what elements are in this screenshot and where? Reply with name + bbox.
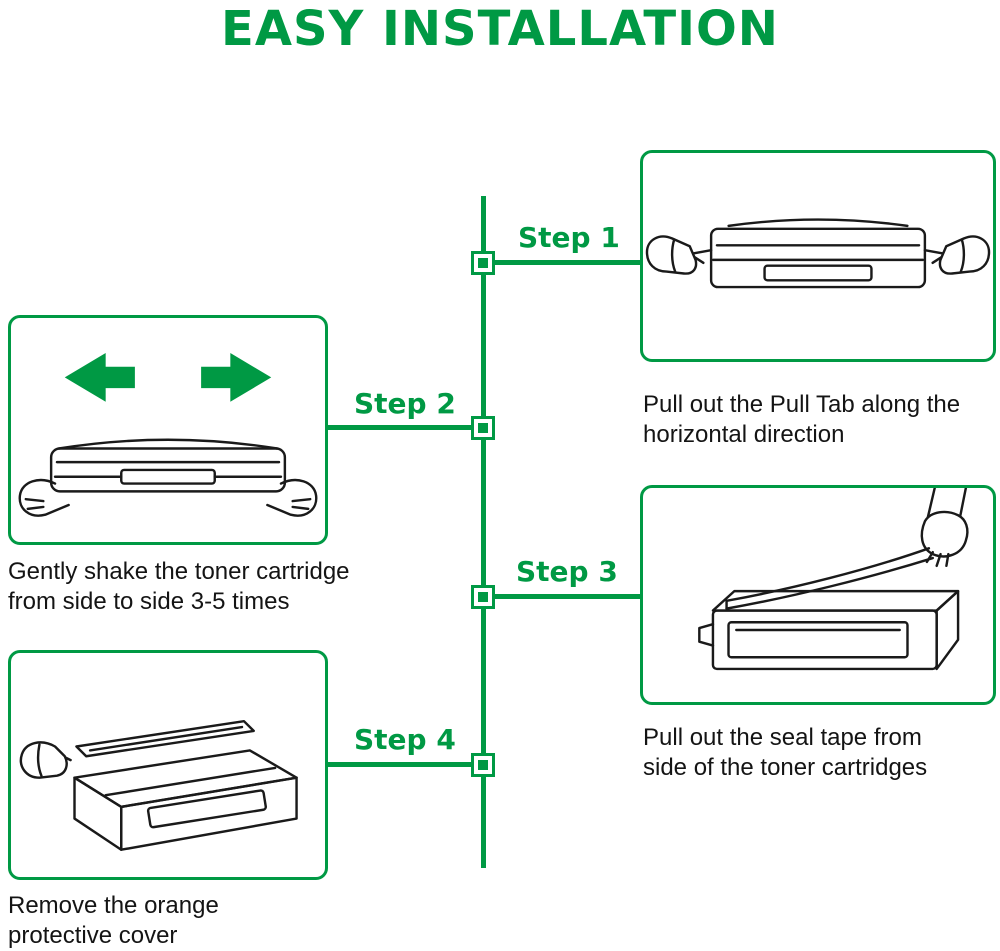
arrow-left-icon bbox=[64, 353, 135, 402]
connector-step-2 bbox=[328, 425, 471, 430]
arrow-right-icon bbox=[201, 353, 272, 402]
connector-step-1 bbox=[495, 260, 640, 265]
step-1-caption-line-1: Pull out the Pull Tab along the bbox=[643, 391, 961, 418]
step-3-caption: Pull out the seal tape from side of the … bbox=[643, 723, 927, 783]
step-3-label: Step 3 bbox=[516, 555, 618, 588]
step-4-caption: Remove the orange protective cover bbox=[8, 891, 219, 951]
connector-step-3 bbox=[495, 594, 640, 599]
step-4-label: Step 4 bbox=[354, 723, 456, 756]
step-2-label: Step 2 bbox=[354, 387, 456, 420]
step-1-label: Step 1 bbox=[518, 221, 620, 254]
step-2-caption-line-2: from side to side 3-5 times bbox=[8, 588, 290, 615]
protective-cover-illustration bbox=[19, 719, 298, 851]
pull-tab-illustration bbox=[645, 218, 991, 289]
timeline-node-step-1 bbox=[471, 251, 495, 275]
timeline-node-step-2 bbox=[471, 416, 495, 440]
step-3-caption-line-2: side of the toner cartridges bbox=[643, 754, 928, 781]
shake-illustration bbox=[18, 353, 318, 517]
step-4-caption-line-2: protective cover bbox=[8, 922, 178, 949]
step-4-illustration-frame bbox=[8, 650, 328, 880]
timeline-node-step-4 bbox=[471, 753, 495, 777]
step-1-caption-line-2: horizontal direction bbox=[643, 421, 845, 448]
step-2-illustration-frame bbox=[8, 315, 328, 545]
step-3-caption-line-1: Pull out the seal tape from bbox=[643, 724, 922, 751]
step-2-caption: Gently shake the toner cartridge from si… bbox=[8, 557, 350, 617]
step-2-caption-line-1: Gently shake the toner cartridge bbox=[8, 558, 350, 585]
seal-tape-illustration bbox=[698, 488, 969, 671]
step-4-caption-line-1: Remove the orange bbox=[8, 892, 219, 919]
timeline-line bbox=[481, 196, 486, 868]
page-title: EASY INSTALLATION bbox=[221, 1, 779, 57]
connector-step-4 bbox=[328, 762, 471, 767]
timeline-node-step-3 bbox=[471, 585, 495, 609]
step-3-illustration-frame bbox=[640, 485, 996, 705]
step-1-caption: Pull out the Pull Tab along the horizont… bbox=[643, 390, 960, 450]
step-1-illustration-frame bbox=[640, 150, 996, 362]
